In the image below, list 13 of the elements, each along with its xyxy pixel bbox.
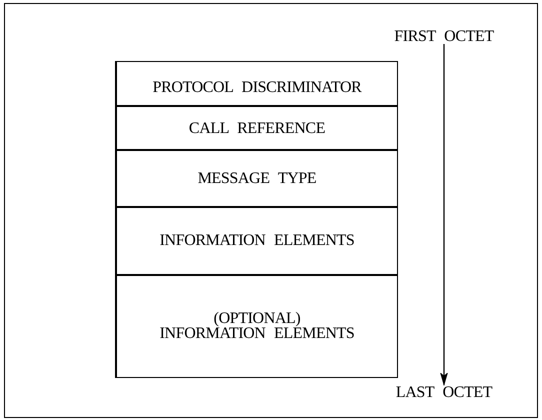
arrow <box>440 44 448 386</box>
octet-label: FIRST OCTET <box>394 29 494 44</box>
octet-label: LAST OCTET <box>396 385 492 400</box>
field-band <box>115 274 398 378</box>
field-label: INFORMATION ELEMENTS <box>160 233 354 248</box>
field-band <box>115 206 398 276</box>
field-label: CALL REFERENCE <box>188 121 326 136</box>
field-band <box>115 61 398 106</box>
field-label: (OPTIONAL) INFORMATION ELEMENTS <box>158 310 356 341</box>
field-band <box>115 149 398 208</box>
field-band <box>115 105 398 150</box>
field-label: PROTOCOL DISCRIMINATOR <box>152 80 362 96</box>
field-label: MESSAGE TYPE <box>198 170 316 186</box>
